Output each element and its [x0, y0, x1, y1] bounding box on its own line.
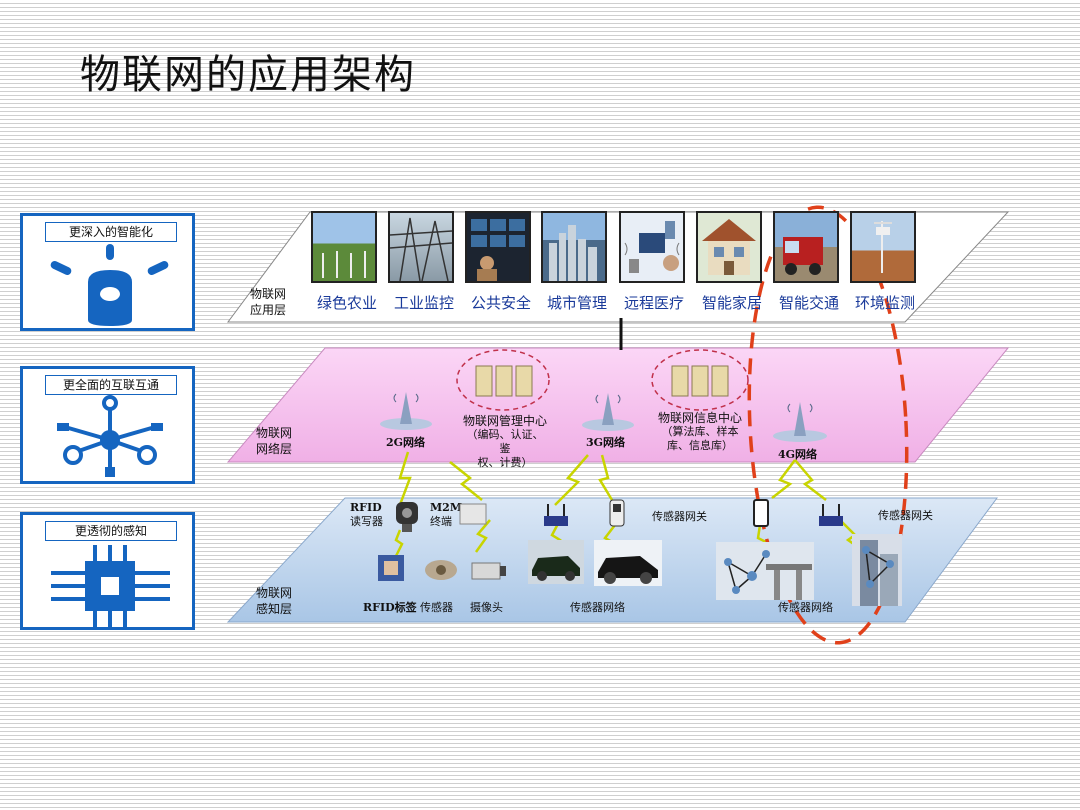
- thumbnail-traffic: [773, 211, 839, 283]
- side-panel-label: 更全面的互联互通: [45, 375, 177, 395]
- app-label-environment: 环境监测: [855, 294, 916, 312]
- thumbnail-industrial: [388, 211, 454, 283]
- app-label-industrial: 工业监控: [394, 294, 455, 312]
- side-panel-interconnect: 更全面的互联互通: [20, 366, 195, 484]
- app-label-smart-home: 智能家居: [702, 294, 763, 312]
- highlight-ellipse: [747, 205, 909, 645]
- hub-network-icon: [57, 395, 163, 477]
- app-label-traffic: 智能交通: [779, 294, 840, 312]
- info-center-servers-icon: [671, 365, 729, 397]
- app-label-city: 城市管理: [547, 294, 608, 312]
- sensor-label: 传感器: [420, 601, 453, 614]
- sensor-network-label-1: 传感器网络: [570, 601, 625, 614]
- sensor-node-icon: [753, 499, 769, 527]
- m2m-terminal-icon: [459, 503, 487, 525]
- rfid-tag-label: RFID标签: [363, 601, 417, 614]
- thumbnail-agriculture: [311, 211, 377, 283]
- mgmt-center-label: 物联网管理中心 （编码、认证、鉴 权、计费）: [462, 414, 547, 469]
- page-title: 物联网的应用架构: [80, 52, 416, 98]
- thumbnail-security: [465, 211, 531, 283]
- side-panel-intelligence: 更深入的智能化: [20, 213, 195, 331]
- antenna-2g-icon: [380, 392, 432, 430]
- net-label-2g: 2G网络: [386, 436, 426, 449]
- net-label-4g: 4G网络: [778, 448, 818, 461]
- wireless-router-icon-1: [544, 504, 568, 526]
- m2m-terminal-label: M2M 终端: [430, 501, 463, 528]
- car-icon-2: [594, 540, 662, 586]
- wireless-router-icon-2: [819, 504, 843, 526]
- thumbnail-telemedicine: [619, 211, 685, 283]
- gateway-label-1: 传感器网关: [652, 510, 707, 523]
- app-label-agriculture: 绿色农业: [317, 294, 378, 312]
- car-icon-1: [528, 540, 584, 584]
- thumbnail-smart-home: [696, 211, 762, 283]
- sensor-network-building-icon: [852, 534, 902, 606]
- camera-label: 摄像头: [470, 601, 503, 614]
- gateway-label-2: 传感器网关: [878, 509, 933, 522]
- side-panel-label: 更深入的智能化: [45, 222, 177, 242]
- info-center-label: 物联网信息中心 （算法库、样本 库、信息库）: [657, 411, 742, 452]
- rfid-tag-icon: [378, 555, 404, 581]
- application-layer-name: 物联网 应用层: [250, 287, 287, 317]
- chip-icon: [51, 545, 170, 627]
- rfid-reader-icon: [396, 502, 418, 532]
- sensor-network-label-2: 传感器网络: [778, 601, 833, 614]
- app-label-telemedicine: 远程医疗: [624, 294, 685, 312]
- side-panel-perception: 更透彻的感知: [20, 512, 195, 630]
- net-label-3g: 3G网络: [586, 436, 626, 449]
- thumbnail-environment: [850, 211, 916, 283]
- rfid-reader-label: RFID 读写器: [350, 501, 383, 528]
- bulb-icon: [50, 244, 169, 326]
- side-panel-label: 更透彻的感知: [45, 521, 177, 541]
- sensor-icon: [425, 560, 457, 580]
- sensor-network-bridge-icon: [716, 542, 814, 600]
- app-label-security: 公共安全: [471, 294, 532, 312]
- mgmt-center-servers-icon: [475, 365, 533, 397]
- camera-icon: [471, 562, 506, 580]
- antenna-4g-icon: [773, 402, 827, 442]
- network-layer-name: 物联网 网络层: [256, 426, 293, 456]
- thumbnail-city: [541, 211, 607, 283]
- mobile-phone-icon: [609, 499, 625, 527]
- perception-layer-name: 物联网 感知层: [256, 586, 293, 616]
- antenna-3g-icon: [582, 393, 634, 431]
